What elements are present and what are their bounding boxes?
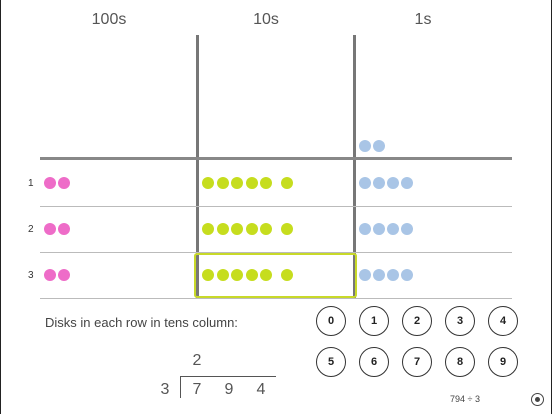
hundreds-disk[interactable] (58, 223, 70, 235)
tens-disk[interactable] (231, 223, 243, 235)
tens-disk[interactable] (202, 177, 214, 189)
tens-disk[interactable] (231, 177, 243, 189)
number-button-3[interactable]: 3 (445, 306, 475, 336)
division-bracket (180, 376, 181, 398)
division-bar (180, 376, 276, 377)
ones-disk[interactable] (359, 177, 371, 189)
tens-disk[interactable] (281, 223, 293, 235)
ones-disk[interactable] (373, 223, 385, 235)
ones-disk[interactable] (387, 177, 399, 189)
tens-column-header: 10s (253, 11, 279, 28)
place-value-baseline (40, 157, 512, 160)
hundreds-disk[interactable] (58, 269, 70, 281)
tens-disk[interactable] (260, 223, 272, 235)
ones-column-header: 1s (414, 11, 432, 28)
number-button-4[interactable]: 4 (488, 306, 518, 336)
number-button-2[interactable]: 2 (402, 306, 432, 336)
tens-disk[interactable] (281, 269, 293, 281)
row-divider (40, 298, 512, 299)
tens-column-divider (196, 35, 199, 299)
tens-disk[interactable] (216, 223, 229, 235)
ones-disk[interactable] (401, 177, 413, 189)
row-label: 2 (28, 224, 34, 235)
number-button-6[interactable]: 6 (359, 347, 389, 377)
number-button-8[interactable]: 8 (445, 347, 475, 377)
tens-disk[interactable] (245, 223, 258, 235)
tens-disk[interactable] (260, 177, 272, 189)
tens-disk[interactable] (216, 269, 229, 281)
number-button-1[interactable]: 1 (359, 306, 389, 336)
row-divider (40, 206, 512, 207)
tens-disk[interactable] (281, 177, 293, 189)
tens-disk[interactable] (202, 223, 214, 235)
number-button-5[interactable]: 5 (316, 347, 346, 377)
highlighted-tens-cell (194, 253, 357, 298)
number-button-7[interactable]: 7 (402, 347, 432, 377)
quotient-digit: 2 (192, 352, 202, 369)
ones-disk[interactable] (359, 140, 371, 152)
prompt-text: Disks in each row in tens column: (45, 315, 238, 330)
tens-disk[interactable] (231, 269, 243, 281)
row-label: 3 (28, 270, 34, 281)
ones-disk[interactable] (401, 223, 413, 235)
row-label: 1 (28, 178, 34, 189)
hundreds-disk[interactable] (58, 177, 70, 189)
ones-column-divider (353, 35, 356, 299)
dividend-digit: 9 (224, 381, 234, 398)
ones-disk[interactable] (359, 269, 371, 281)
tens-disk[interactable] (260, 269, 272, 281)
problem-label: 794 ÷ 3 (450, 394, 480, 404)
divisor: 3 (160, 381, 170, 398)
ones-disk[interactable] (373, 177, 385, 189)
ones-disk[interactable] (401, 269, 413, 281)
tens-disk[interactable] (245, 177, 258, 189)
tens-disk[interactable] (202, 269, 214, 281)
hundreds-column-header: 100s (91, 11, 127, 28)
target-icon[interactable] (531, 393, 544, 406)
ones-disk[interactable] (387, 223, 399, 235)
dividend-digit: 7 (192, 381, 202, 398)
hundreds-disk[interactable] (44, 177, 56, 189)
hundreds-disk[interactable] (44, 269, 56, 281)
ones-disk[interactable] (387, 269, 399, 281)
ones-disk[interactable] (373, 269, 385, 281)
tens-disk[interactable] (245, 269, 258, 281)
number-button-9[interactable]: 9 (488, 347, 518, 377)
ones-disk[interactable] (359, 223, 371, 235)
ones-disk[interactable] (373, 140, 385, 152)
hundreds-disk[interactable] (44, 223, 56, 235)
number-button-0[interactable]: 0 (316, 306, 346, 336)
row-divider (40, 252, 512, 253)
tens-disk[interactable] (216, 177, 229, 189)
dividend-digit: 4 (256, 381, 266, 398)
